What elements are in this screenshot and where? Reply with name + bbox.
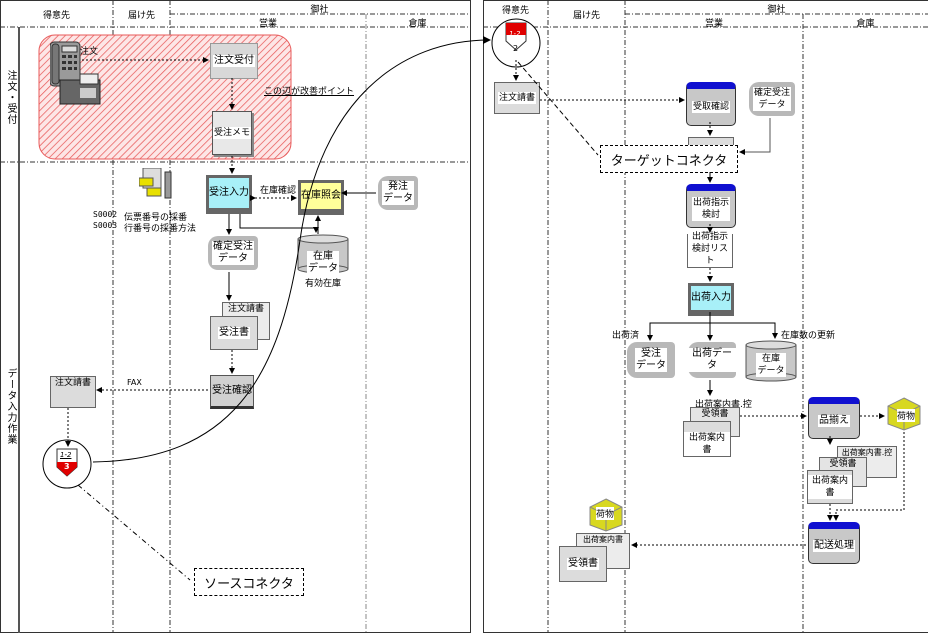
- customer-cargo-label: 荷物: [596, 507, 615, 520]
- picking-process[interactable]: 品揃え: [808, 397, 860, 439]
- fax-label: FAX: [127, 378, 142, 387]
- line-numbering-label: 行番号の採番方法: [124, 224, 197, 234]
- confirmed-order-data-node[interactable]: 確定受注 データ: [208, 236, 258, 270]
- source-connector-callout: ソースコネクタ: [194, 568, 304, 596]
- cargo-label: 荷物: [897, 409, 916, 422]
- r-header-customer: 得意先: [501, 6, 529, 16]
- ref-s0003: S0003: [93, 221, 118, 230]
- receipt-confirm-process[interactable]: 受取確認: [686, 82, 736, 126]
- target-connector-number: 2: [513, 44, 519, 53]
- delivery-process[interactable]: 配送処理: [808, 522, 860, 564]
- customer-order-request-doc[interactable]: 注文請書: [50, 376, 96, 408]
- purchase-data-node[interactable]: 発注 データ: [378, 176, 418, 210]
- cust-receipt-doc[interactable]: 受領書: [559, 546, 607, 582]
- stock-inquiry-screen[interactable]: 在庫照会: [298, 180, 344, 215]
- order-entry-screen[interactable]: 受注入力: [206, 175, 252, 214]
- lane-data-entry: データ入力作業: [5, 368, 16, 445]
- shipping-review-list-doc[interactable]: 出荷指示 検討リスト: [687, 231, 733, 268]
- shipping-review-process[interactable]: 出荷指示 検討: [686, 184, 736, 228]
- shipped-label: 出荷済: [612, 331, 640, 341]
- improvement-point-label: この辺が改善ポイント: [264, 87, 355, 97]
- available-stock-label: 有効在庫: [305, 279, 342, 289]
- shipping-notice-doc[interactable]: 出荷案内書: [683, 421, 731, 457]
- r-header-delivery: 届け先: [572, 11, 600, 21]
- r-header-sales: 営業: [704, 19, 723, 29]
- lane-order-reception: 注文・受付: [5, 70, 16, 125]
- order-label: 注文: [80, 47, 99, 57]
- header-company: 御社: [310, 5, 329, 15]
- off-page-connector-source[interactable]: [41, 438, 93, 490]
- order-receipt-node[interactable]: 注文受付: [210, 43, 258, 79]
- off-page-connector-target[interactable]: [490, 17, 542, 69]
- target-connector-callout: ターゲットコネクタ: [600, 145, 738, 173]
- target-connector-page-label: 1-2: [509, 30, 521, 38]
- header-customer: 得意先: [42, 11, 70, 21]
- r-order-request-doc[interactable]: 注文請書: [494, 82, 540, 114]
- source-connector-page-label: 1-2: [60, 451, 72, 459]
- wh-shipping-notice[interactable]: 出荷案内書: [807, 470, 853, 504]
- shipping-data[interactable]: 出荷データ: [688, 342, 736, 378]
- source-connector-number: 3: [64, 462, 70, 471]
- header-sales: 営業: [258, 19, 277, 29]
- r-header-warehouse: 倉庫: [856, 19, 875, 29]
- order-doc-node[interactable]: 受注書: [210, 316, 258, 350]
- header-warehouse: 倉庫: [408, 19, 427, 29]
- r-order-data[interactable]: 受注 データ: [627, 342, 675, 378]
- shipping-notice-copy-label: 出荷案内書.控: [695, 400, 752, 410]
- ref-s0002: S0002: [93, 210, 118, 219]
- order-memo-node[interactable]: 受注メモ: [212, 111, 252, 155]
- r-header-company: 御社: [767, 5, 786, 15]
- order-confirm-node[interactable]: 受注確認: [210, 375, 254, 409]
- r-stock-data-label: 在庫 データ: [756, 353, 786, 377]
- stock-check-label: 在庫確認: [260, 186, 297, 196]
- shipping-entry-screen[interactable]: 出荷入力: [688, 283, 734, 316]
- stock-data-label: 在庫 データ: [307, 251, 339, 275]
- business-rule-icon: [139, 168, 172, 199]
- stock-update-label: 在庫数の更新: [781, 331, 836, 341]
- header-delivery: 届け先: [127, 11, 155, 21]
- r-confirmed-order-data[interactable]: 確定受注 データ: [749, 82, 795, 116]
